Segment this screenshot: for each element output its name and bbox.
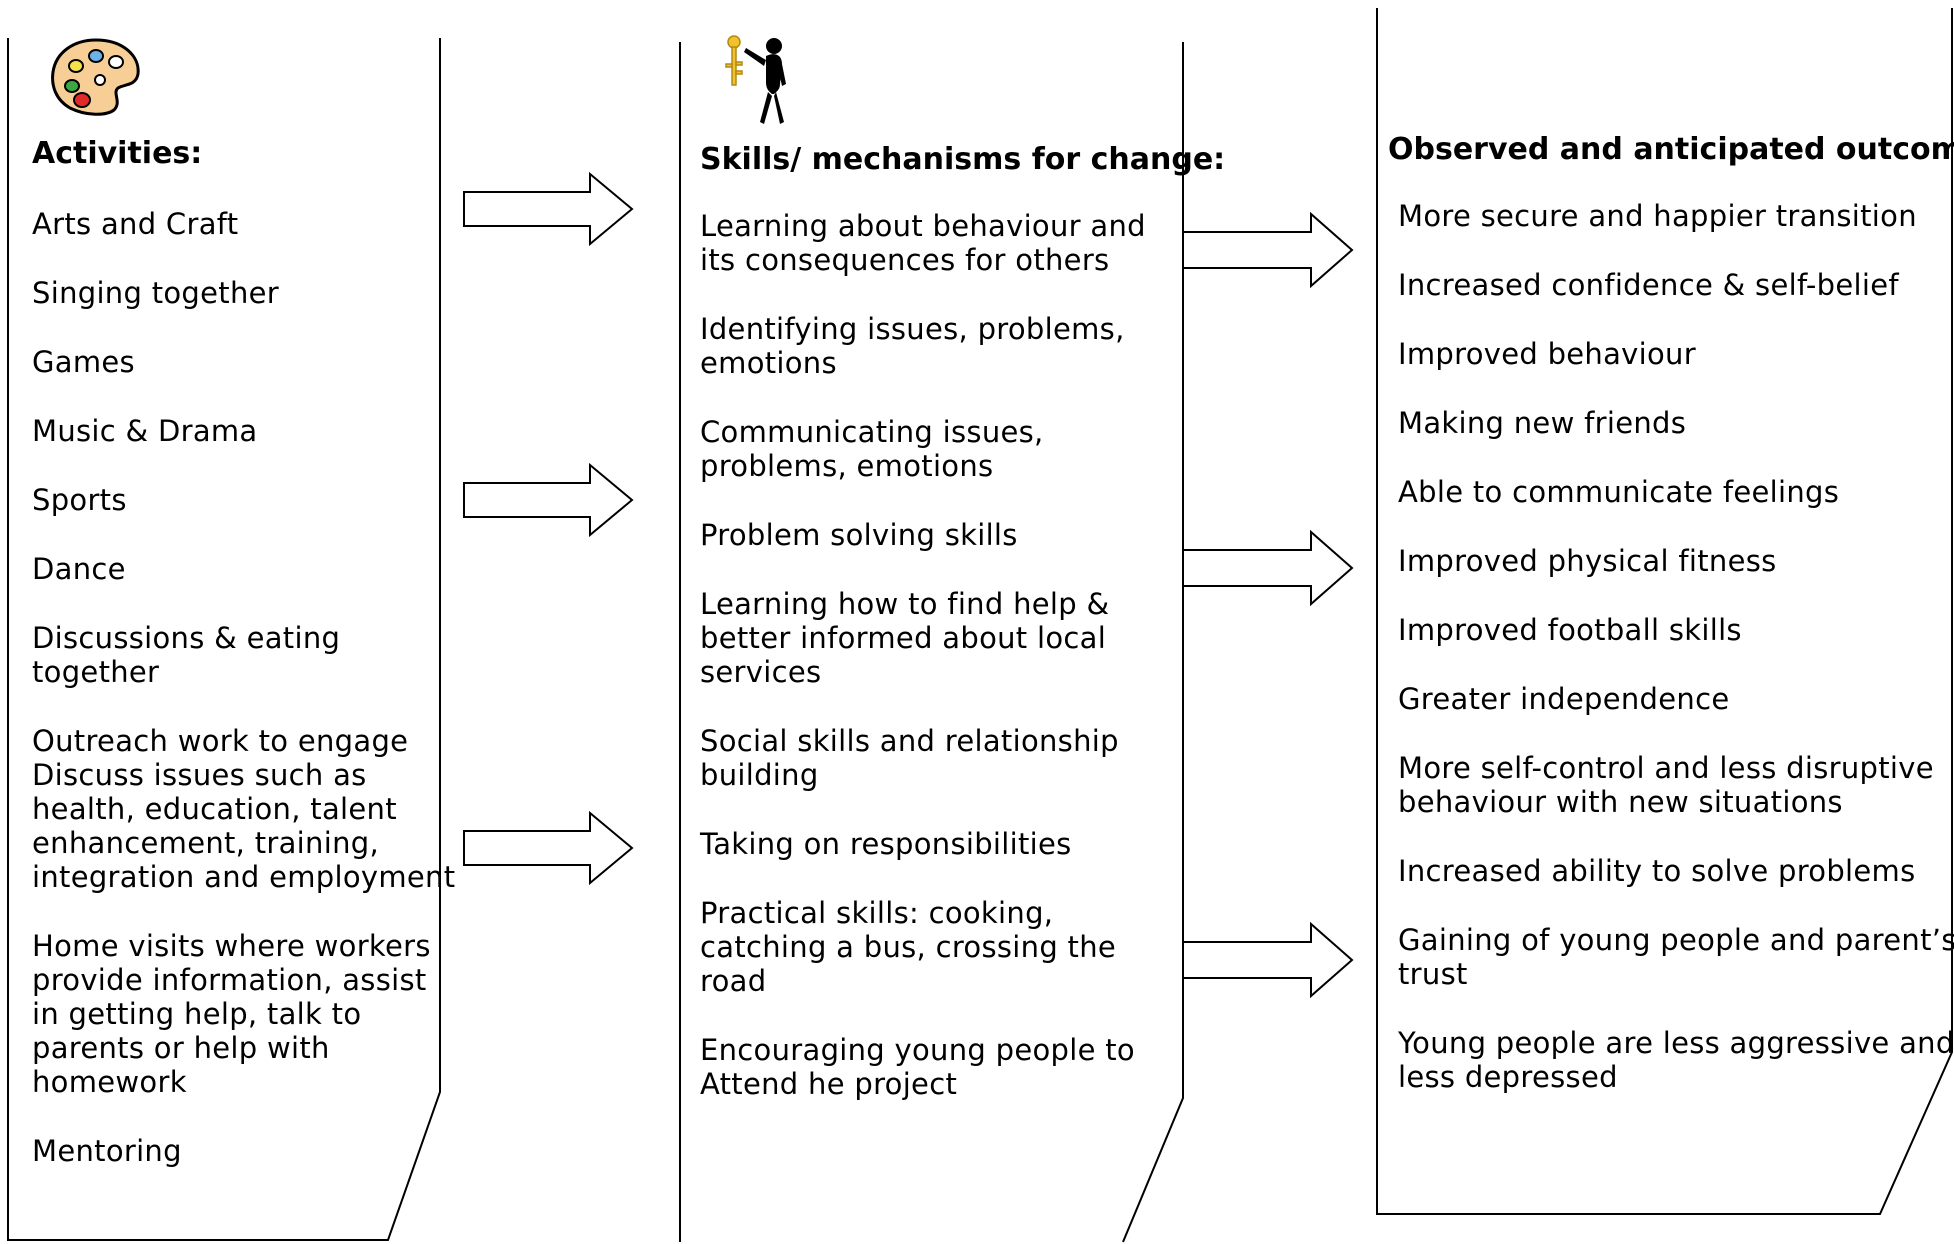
right-arrow-icon <box>463 462 634 538</box>
outcomes-title: Observed and anticipated outcomes <box>1388 132 1954 167</box>
activity-item: Arts and Craft <box>32 207 239 241</box>
outcome-item-line: behaviour with new situations <box>1398 785 1843 819</box>
mechanism-item: Social skills and relationship building <box>700 724 1225 792</box>
activities-panel-border <box>7 38 441 1241</box>
outcome-item-line: More self-control and less disruptive <box>1398 751 1934 785</box>
mechanism-item-line: building <box>700 758 819 792</box>
mechanism-item-line: Encouraging young people to <box>700 1033 1135 1067</box>
activity-item: Mentoring <box>32 1134 182 1168</box>
mechanism-item: Learning how to find help & better infor… <box>700 587 1225 689</box>
activity-item-line: provide information, assist <box>32 963 427 997</box>
activity-item: Discussions & eating together <box>32 621 455 689</box>
outcome-item: Increased ability to solve problems <box>1398 854 1916 888</box>
activity-item-line: Outreach work to engage <box>32 724 409 758</box>
activity-item-line: health, education, talent <box>32 792 397 826</box>
outcome-item: Young people are less aggressive and les… <box>1398 1026 1954 1094</box>
activity-item: Outreach work to engage Discuss issues s… <box>32 724 455 894</box>
paint-palette-icon <box>51 38 140 116</box>
outcome-item: Improved physical fitness <box>1398 544 1777 578</box>
outcome-item: More self-control and less disruptive be… <box>1398 751 1954 819</box>
mechanism-item-line: Identifying issues, problems, <box>700 312 1125 346</box>
mechanism-item: Encouraging young people to Attend he pr… <box>700 1033 1225 1101</box>
mechanism-item: Learning about behaviour and its consequ… <box>700 209 1225 277</box>
activity-item: Singing together <box>32 276 279 310</box>
right-arrow-icon <box>463 171 634 247</box>
activity-item-line: integration and employment <box>32 860 456 894</box>
mechanisms-column: Skills/ mechanisms for change: Learning … <box>700 142 1225 1101</box>
activity-item-line: together <box>32 655 160 689</box>
mechanism-item-line: Social skills and relationship <box>700 724 1119 758</box>
mechanisms-list: Learning about behaviour and its consequ… <box>700 209 1225 1101</box>
activity-item-line: enhancement, training, <box>32 826 379 860</box>
activity-item: Home visits where workers provide inform… <box>32 929 455 1099</box>
activity-item: Sports <box>32 483 127 517</box>
mechanisms-title: Skills/ mechanisms for change: <box>700 142 1226 177</box>
outcome-item-line: Young people are less aggressive and <box>1398 1026 1954 1060</box>
outcomes-column: Observed and anticipated outcomes More s… <box>1388 132 1954 1094</box>
activity-item: Music & Drama <box>32 414 258 448</box>
activities-list: Arts and Craft Singing together Games Mu… <box>32 207 455 1168</box>
mechanism-item-line: emotions <box>700 346 837 380</box>
outcomes-panel-border <box>1376 8 1953 1215</box>
mechanism-item: Taking on responsibilities <box>700 827 1072 861</box>
right-arrow-icon <box>463 810 634 886</box>
mechanism-item-line: Communicating issues, <box>700 415 1044 449</box>
outcome-item: Making new friends <box>1398 406 1687 440</box>
activity-item-line: homework <box>32 1065 187 1099</box>
mechanism-item: Identifying issues, problems, emotions <box>700 312 1225 380</box>
mechanism-item-line: road <box>700 964 767 998</box>
outcome-item-line: trust <box>1398 957 1468 991</box>
right-arrow-icon <box>1182 529 1354 607</box>
outcome-item: More secure and happier transition <box>1398 199 1917 233</box>
mechanism-item-line: problems, emotions <box>700 449 994 483</box>
activity-item-line: Discussions & eating <box>32 621 341 655</box>
activity-item: Dance <box>32 552 126 586</box>
outcome-item: Gaining of young people and parent’s tru… <box>1398 923 1954 991</box>
outcome-item: Greater independence <box>1398 682 1730 716</box>
figure-holding-key-icon <box>725 35 786 124</box>
activity-item-line: parents or help with <box>32 1031 330 1065</box>
outcome-item-line: Gaining of young people and parent’s <box>1398 923 1954 957</box>
mechanism-item: Practical skills: cooking, catching a bu… <box>700 896 1225 998</box>
right-arrow-icon <box>1182 921 1354 999</box>
outcome-item: Improved behaviour <box>1398 337 1696 371</box>
activity-item-line: Home visits where workers <box>32 929 431 963</box>
mechanism-item-line: Practical skills: cooking, <box>700 896 1054 930</box>
mechanism-item-line: services <box>700 655 822 689</box>
outcome-item: Improved football skills <box>1398 613 1742 647</box>
activities-title: Activities: <box>32 136 203 171</box>
activities-column: Activities: Arts and Craft Singing toget… <box>32 136 455 1168</box>
mechanism-item: Communicating issues, problems, emotions <box>700 415 1225 483</box>
outcomes-list: More secure and happier transition Incre… <box>1398 199 1954 1094</box>
mechanism-item-line: its consequences for others <box>700 243 1110 277</box>
mechanism-item-line: better informed about local <box>700 621 1107 655</box>
right-arrow-icon <box>1182 211 1354 289</box>
mechanism-item-line: Attend he project <box>700 1067 958 1101</box>
mechanism-item-line: catching a bus, crossing the <box>700 930 1117 964</box>
activity-item-line: Discuss issues such as <box>32 758 367 792</box>
mechanisms-panel-border <box>679 42 1184 1243</box>
mechanism-item-line: Learning how to find help & <box>700 587 1110 621</box>
outcome-item-line: less depressed <box>1398 1060 1618 1094</box>
mechanism-item-line: Learning about behaviour and <box>700 209 1146 243</box>
outcome-item: Able to communicate feelings <box>1398 475 1840 509</box>
mechanism-item: Problem solving skills <box>700 518 1018 552</box>
outcome-item: Increased confidence & self-belief <box>1398 268 1899 302</box>
activity-item: Games <box>32 345 135 379</box>
activity-item-line: in getting help, talk to <box>32 997 362 1031</box>
